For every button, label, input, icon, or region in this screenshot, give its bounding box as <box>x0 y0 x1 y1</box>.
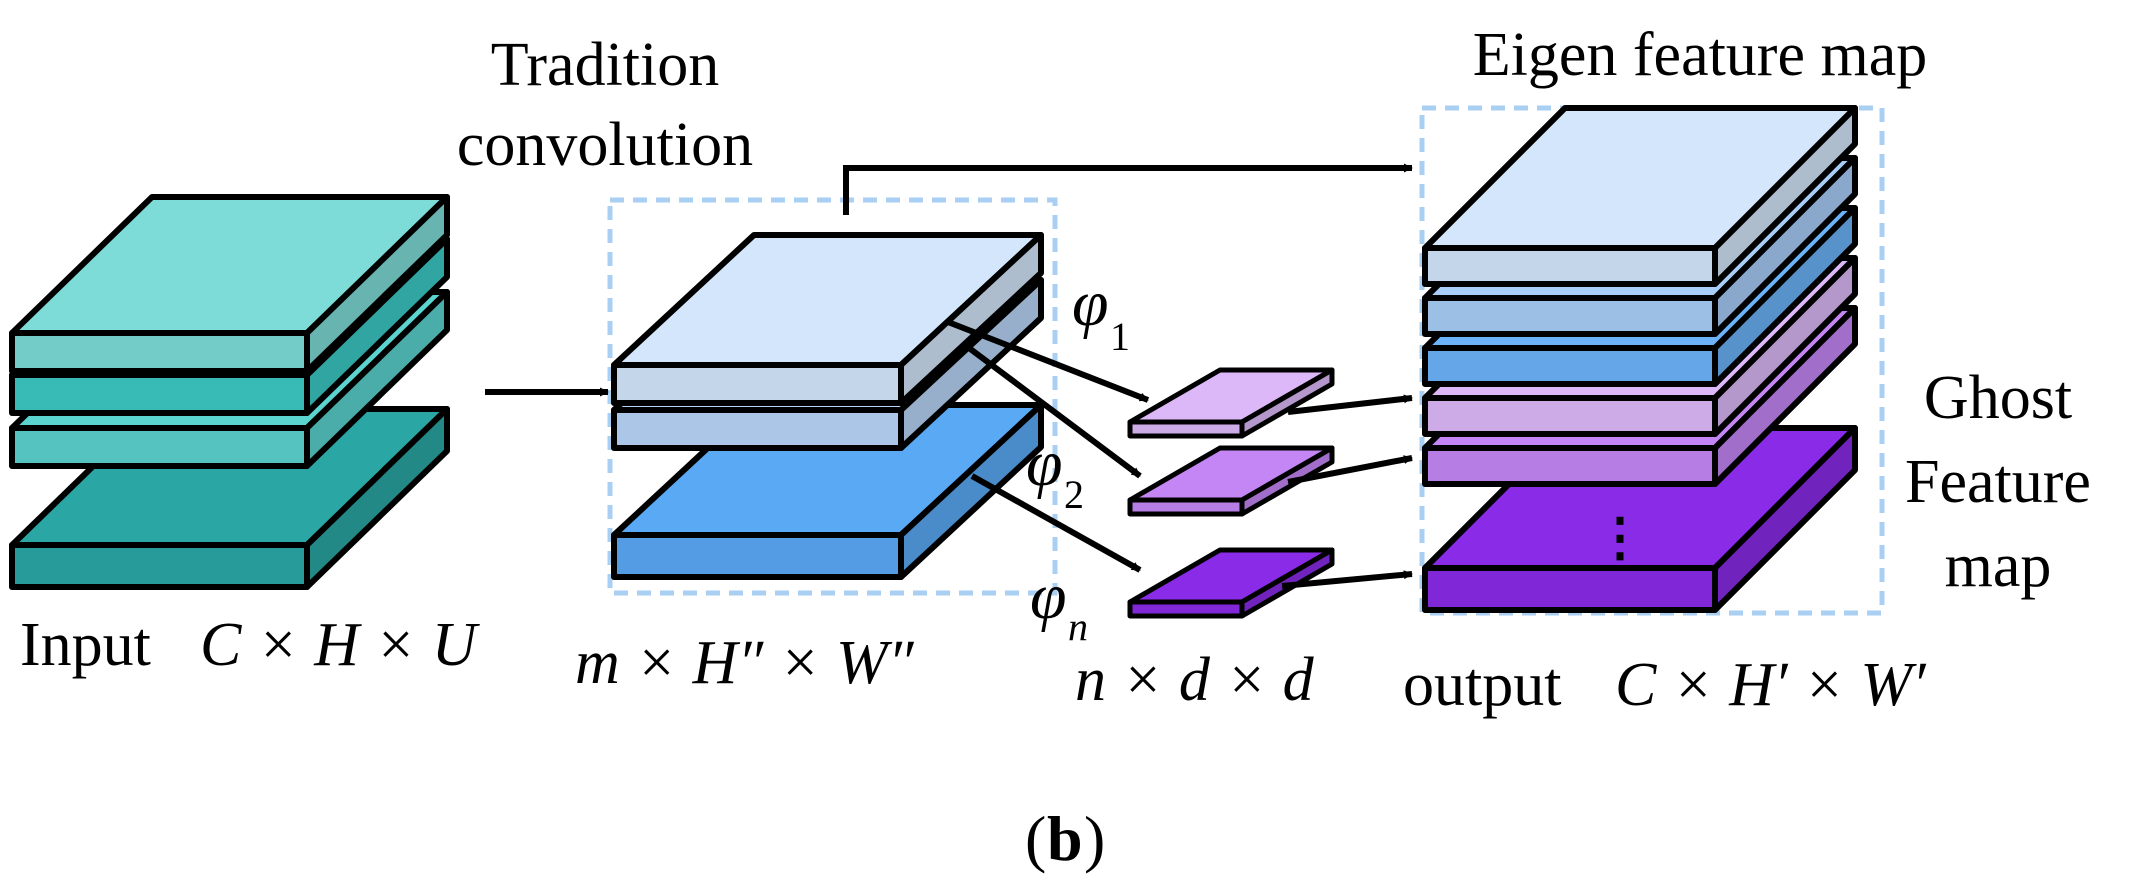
intrinsic-slab-2-side <box>898 277 1044 451</box>
kernel-phi1-front <box>1127 419 1245 439</box>
ghost-label-line3: map <box>1945 532 2052 600</box>
tradition-label-line2: convolution <box>457 111 753 179</box>
input-slab-4-front <box>9 542 310 590</box>
figure-caption: ( b ) <box>1025 803 1105 874</box>
phi1-label: φ 1 <box>1072 267 1130 359</box>
input-slab-3-front <box>9 425 310 469</box>
phi2-symbol: φ <box>1026 427 1063 500</box>
phi2-output-arrow <box>1287 455 1413 485</box>
intrinsic-slab-3-front <box>611 532 904 580</box>
caption-close-paren: ) <box>1084 803 1105 874</box>
kernel-phi1 <box>1127 367 1335 439</box>
ghost-slab-n-front <box>1422 565 1718 613</box>
output-dimensions: C × H′ × W′ <box>1615 651 1927 719</box>
kernel-phin-front <box>1127 599 1245 619</box>
input-slab-2-front <box>9 372 310 416</box>
caption-open-paren: ( <box>1025 803 1046 874</box>
input-slab-4-side <box>304 406 450 590</box>
output-feature-stack <box>1422 105 1858 613</box>
eigen-slab-3-front <box>1422 345 1718 387</box>
intrinsic-slab-1-front <box>611 362 904 406</box>
eigen-slab-1-front <box>1422 245 1718 287</box>
eigen-slab-1-side <box>1712 105 1858 287</box>
kernel-phi2-side <box>1239 445 1335 517</box>
eigen-slab-2-front <box>1422 295 1718 337</box>
intrinsic-dimensions: m × H″ × W″ <box>575 629 915 697</box>
eigen-slab-2-side <box>1712 155 1858 337</box>
intrinsic-slab-3-side <box>898 402 1044 580</box>
phin-subscript: n <box>1068 604 1088 649</box>
intrinsic-feature-stack <box>611 232 1044 580</box>
input-slab-3-side <box>304 289 450 469</box>
kernel-phin <box>1127 547 1335 619</box>
ghost-slab-1-side <box>1712 255 1858 437</box>
input-feature-stack <box>9 194 450 590</box>
ghost-label-line2: Feature <box>1905 448 2091 516</box>
ghost-slab-2-front <box>1422 445 1718 487</box>
input-slab-1 <box>9 194 450 374</box>
output-word: output <box>1403 651 1561 719</box>
phin-label: φ n <box>1030 560 1088 649</box>
phi1-subscript: 1 <box>1110 314 1130 359</box>
tradition-label-line1: Tradition <box>491 31 720 99</box>
phi2-input-arrow <box>963 342 1142 479</box>
phi2-subscript: 2 <box>1064 472 1084 517</box>
identity-skip-arrow <box>843 163 1413 215</box>
ghost-slab-2-side <box>1712 305 1858 487</box>
ghost-slab-n-side <box>1712 425 1858 613</box>
kernel-phi2-front <box>1127 497 1245 517</box>
input-slab-1-side <box>304 194 450 374</box>
phin-symbol: φ <box>1030 560 1067 633</box>
eigen-feature-map-label: Eigen feature map <box>1473 21 1927 89</box>
phin-input-arrow <box>970 473 1142 573</box>
input-slab-4 <box>9 406 450 590</box>
ghost-label-line1: Ghost <box>1924 364 2072 432</box>
kernel-phi1-side <box>1239 367 1335 439</box>
phi1-output-arrow <box>1287 394 1413 415</box>
kernel-phi2 <box>1127 445 1335 517</box>
eigen-slab-3-side <box>1712 205 1858 387</box>
caption-letter: b <box>1047 803 1083 874</box>
input-word: Input <box>20 611 151 679</box>
linear-op-kernels <box>1127 367 1335 619</box>
input-slab-1-front <box>9 330 310 374</box>
intrinsic-slab-1-side <box>898 232 1044 406</box>
ghost-stack-ellipsis: ⋮ <box>1594 510 1646 567</box>
intrinsic-slab-1 <box>611 232 1044 406</box>
eigen-slab-1 <box>1422 105 1858 287</box>
ghost-slab-1-front <box>1422 395 1718 437</box>
tradition-conv-dashed-box <box>607 197 1058 596</box>
kernel-dimensions: n × d × d <box>1075 646 1315 714</box>
input-dimensions: C × H × U <box>200 611 481 679</box>
phi1-symbol: φ <box>1072 267 1109 340</box>
phin-output-arrow <box>1281 570 1413 589</box>
intrinsic-slab-2-front <box>611 407 904 451</box>
phi2-label: φ 2 <box>1026 427 1084 517</box>
phi1-input-arrow <box>946 319 1150 403</box>
